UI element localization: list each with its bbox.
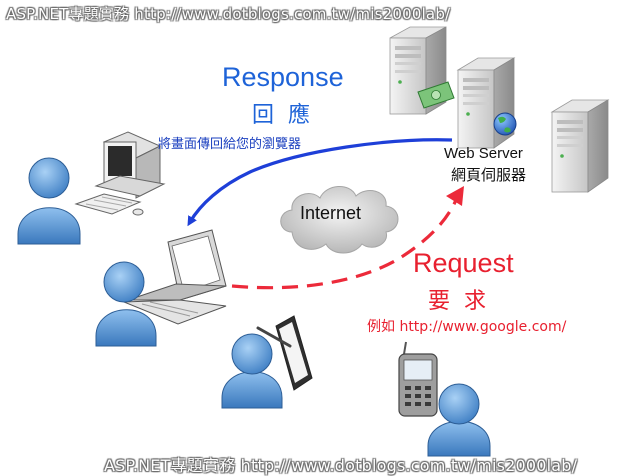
response-description: 將畫面傳回給您的瀏覽器: [158, 137, 302, 152]
mobile-phone-icon: [398, 341, 438, 417]
response-arrow: [187, 138, 453, 227]
response-chinese-label: 回應: [252, 103, 325, 128]
web-server-chinese-label: 網頁伺服器: [451, 166, 527, 184]
person-icon: [221, 333, 283, 409]
person-icon: [17, 157, 81, 245]
web-server-label: Web Server: [444, 145, 523, 162]
desktop-computer-icon: [74, 131, 166, 216]
tablet-icon: [256, 315, 313, 391]
internet-label: Internet: [300, 203, 362, 223]
response-title: Response: [222, 62, 344, 92]
watermark-bottom: ASP.NET專題實務 http://www.dotblogs.com.tw/m…: [104, 456, 578, 475]
request-example: 例如 http://www.google.com/: [367, 319, 567, 335]
cloud-icon: [280, 186, 399, 254]
request-chinese-label: 要求: [428, 289, 501, 314]
money-icon: [417, 81, 455, 109]
request-title: Request: [413, 248, 514, 278]
web-server-icon: [389, 26, 610, 193]
request-arrow: [231, 186, 464, 290]
laptop-icon: [123, 229, 227, 325]
person-icon: [427, 383, 491, 457]
watermark-top: ASP.NET專題實務 http://www.dotblogs.com.tw/m…: [6, 5, 451, 23]
person-icon: [95, 261, 157, 347]
globe-icon: [493, 112, 517, 136]
